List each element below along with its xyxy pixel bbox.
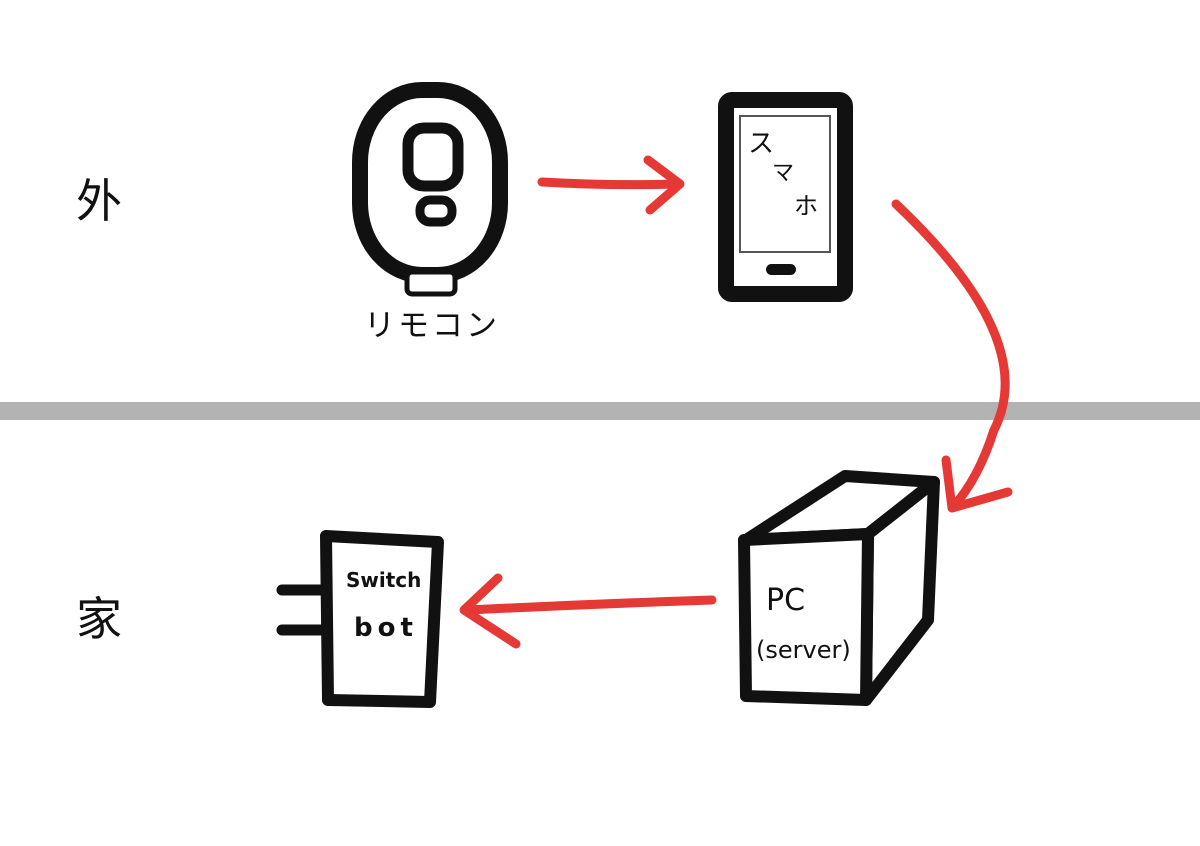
arrow-smartphone-to-pc <box>891 199 1013 513</box>
switchbot-label-line1: Switch <box>346 568 421 592</box>
switchbot-icon <box>276 530 444 708</box>
smartphone-label-char-3: ホ <box>794 192 818 220</box>
pc-label-line2: (server) <box>756 636 851 664</box>
smartphone-label-char-2: マ <box>772 161 794 186</box>
pc-label-line1: PC <box>766 583 805 618</box>
arrow-remote-to-smartphone <box>537 155 685 215</box>
zone-divider <box>0 402 1200 420</box>
smartphone-icon <box>718 92 853 302</box>
switchbot-label-line2: bot <box>354 613 418 643</box>
zone-label-outside: 外 <box>76 174 122 228</box>
smartphone-label-char-1: ス <box>748 129 774 159</box>
arrow-pc-to-switchbot <box>459 573 717 649</box>
pc-server-icon <box>738 470 940 706</box>
zone-label-home: 家 <box>76 592 122 646</box>
remote-control-icon <box>352 82 508 297</box>
remote-label: リモコン <box>364 308 500 344</box>
